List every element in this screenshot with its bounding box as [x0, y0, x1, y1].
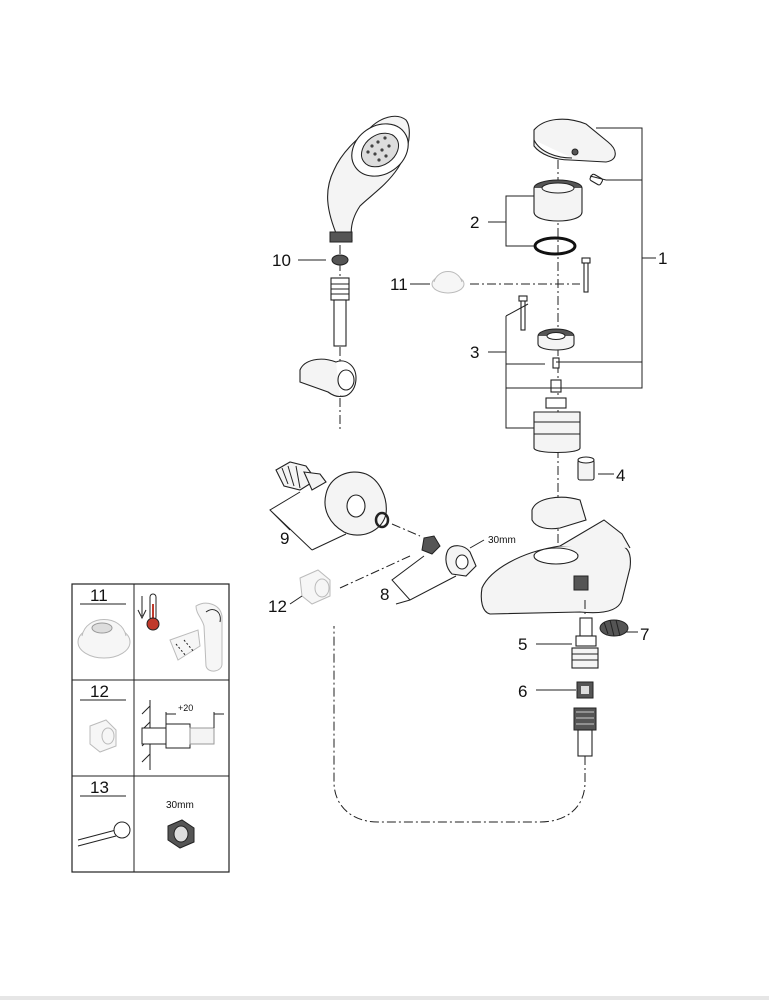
callout-11: 11 [390, 275, 408, 294]
aerator-7 [599, 619, 629, 637]
lever-handle [533, 118, 616, 163]
shower-hose [333, 299, 347, 347]
legend-row-13: 13 30mm [77, 778, 195, 849]
washer-10 [331, 254, 349, 266]
mixer-body [480, 496, 632, 615]
callout-4: 4 [616, 466, 625, 485]
callout-7: 7 [640, 625, 649, 644]
wall-holder [299, 358, 357, 398]
legend-row-12: 12 +20 [80, 682, 224, 770]
escutcheon-9 [324, 471, 387, 536]
legend-number-13: 13 [90, 778, 109, 797]
hose-path [333, 626, 586, 823]
legend-number-12: 12 [90, 682, 109, 701]
connector-4 [577, 456, 595, 481]
grub-screw [589, 173, 604, 186]
wrench-icon [77, 821, 131, 847]
nut-icon [167, 819, 195, 849]
legend-row-11: 11 [77, 586, 223, 672]
callout-9: 9 [280, 529, 289, 548]
washer-9 [374, 511, 390, 529]
nut-6 [576, 681, 594, 699]
extension-dimension-icon: +20 [141, 700, 224, 770]
small-screw [552, 357, 560, 369]
legend-number-11: 11 [90, 586, 108, 605]
extension-12 [299, 569, 331, 605]
legend-dimension: +20 [178, 703, 193, 713]
retaining-nut [537, 328, 575, 351]
callout-5: 5 [518, 635, 527, 654]
cartridge [533, 379, 581, 454]
legend-table: 11 12 [71, 583, 230, 873]
callout-12: 12 [268, 597, 287, 616]
legend-wrench-size: 30mm [166, 800, 194, 811]
thermometer-icon [137, 593, 160, 631]
union-8 [421, 535, 477, 577]
spacer-11 [431, 271, 465, 294]
cover-cap [533, 179, 583, 222]
callout-10: 10 [272, 251, 291, 270]
diverter-5 [571, 617, 599, 669]
o-ring [533, 236, 577, 256]
callout-6: 6 [518, 682, 527, 701]
bottom-bar [0, 996, 769, 1000]
callout-2: 2 [470, 213, 479, 232]
lever-icon [169, 602, 223, 672]
callout-8: 8 [380, 585, 389, 604]
hand-shower [327, 115, 410, 243]
nut-size-label: 30mm [488, 535, 516, 546]
fixing-screws [518, 257, 591, 331]
s-union [275, 461, 327, 491]
callout-3: 3 [470, 343, 479, 362]
lower-hose-nut [573, 707, 597, 757]
callout-1: 1 [658, 249, 667, 268]
